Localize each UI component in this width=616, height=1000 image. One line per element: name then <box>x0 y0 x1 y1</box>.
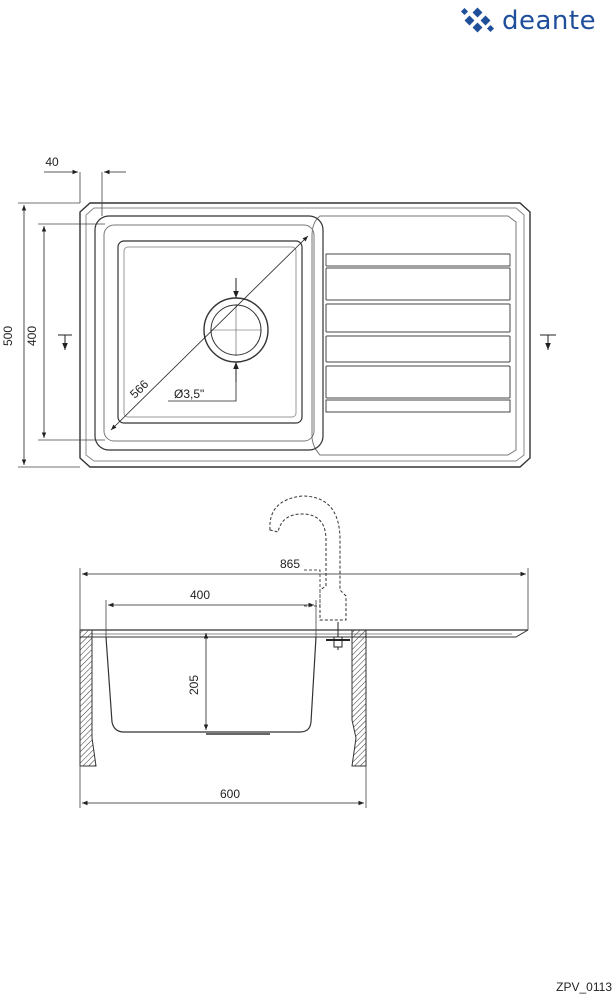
brand-logo: deante <box>460 6 596 36</box>
dim-bowl-height: 205 <box>187 675 201 695</box>
bowl-side-profile <box>105 636 317 733</box>
dim-bowl-diagonal: 566 <box>127 377 151 401</box>
sink-outer-rim <box>79 202 531 468</box>
cabinet-wall-left <box>79 629 97 767</box>
section-marker-right <box>540 334 556 350</box>
drainboard-ribs <box>325 253 511 413</box>
dim-total-depth: 500 <box>1 326 15 346</box>
bowl-mid <box>103 224 315 442</box>
side-view <box>79 495 529 808</box>
drainboard-edge <box>311 215 517 456</box>
cabinet-wall-right <box>351 629 367 767</box>
logo-mark-icon <box>460 7 495 33</box>
dim-bowl-depth: 400 <box>25 326 39 346</box>
dim-total-width: 865 <box>280 557 300 571</box>
sink-inner-rim <box>85 207 525 462</box>
bowl-outer <box>94 215 324 451</box>
dim-cabinet-width: 600 <box>220 787 240 801</box>
top-view <box>18 169 556 468</box>
dim-rim-offset: 40 <box>45 155 59 169</box>
bowl-diagonal-dim <box>110 235 309 431</box>
dim-bowl-width: 400 <box>190 588 210 602</box>
section-marker-left <box>58 334 72 350</box>
faucet-outline <box>269 495 347 621</box>
dim-drain: Ø3,5" <box>174 387 204 401</box>
drawing-code: ZPV_0113 <box>556 980 612 994</box>
tap-fitting <box>326 622 350 650</box>
brand-name: deante <box>502 6 596 36</box>
